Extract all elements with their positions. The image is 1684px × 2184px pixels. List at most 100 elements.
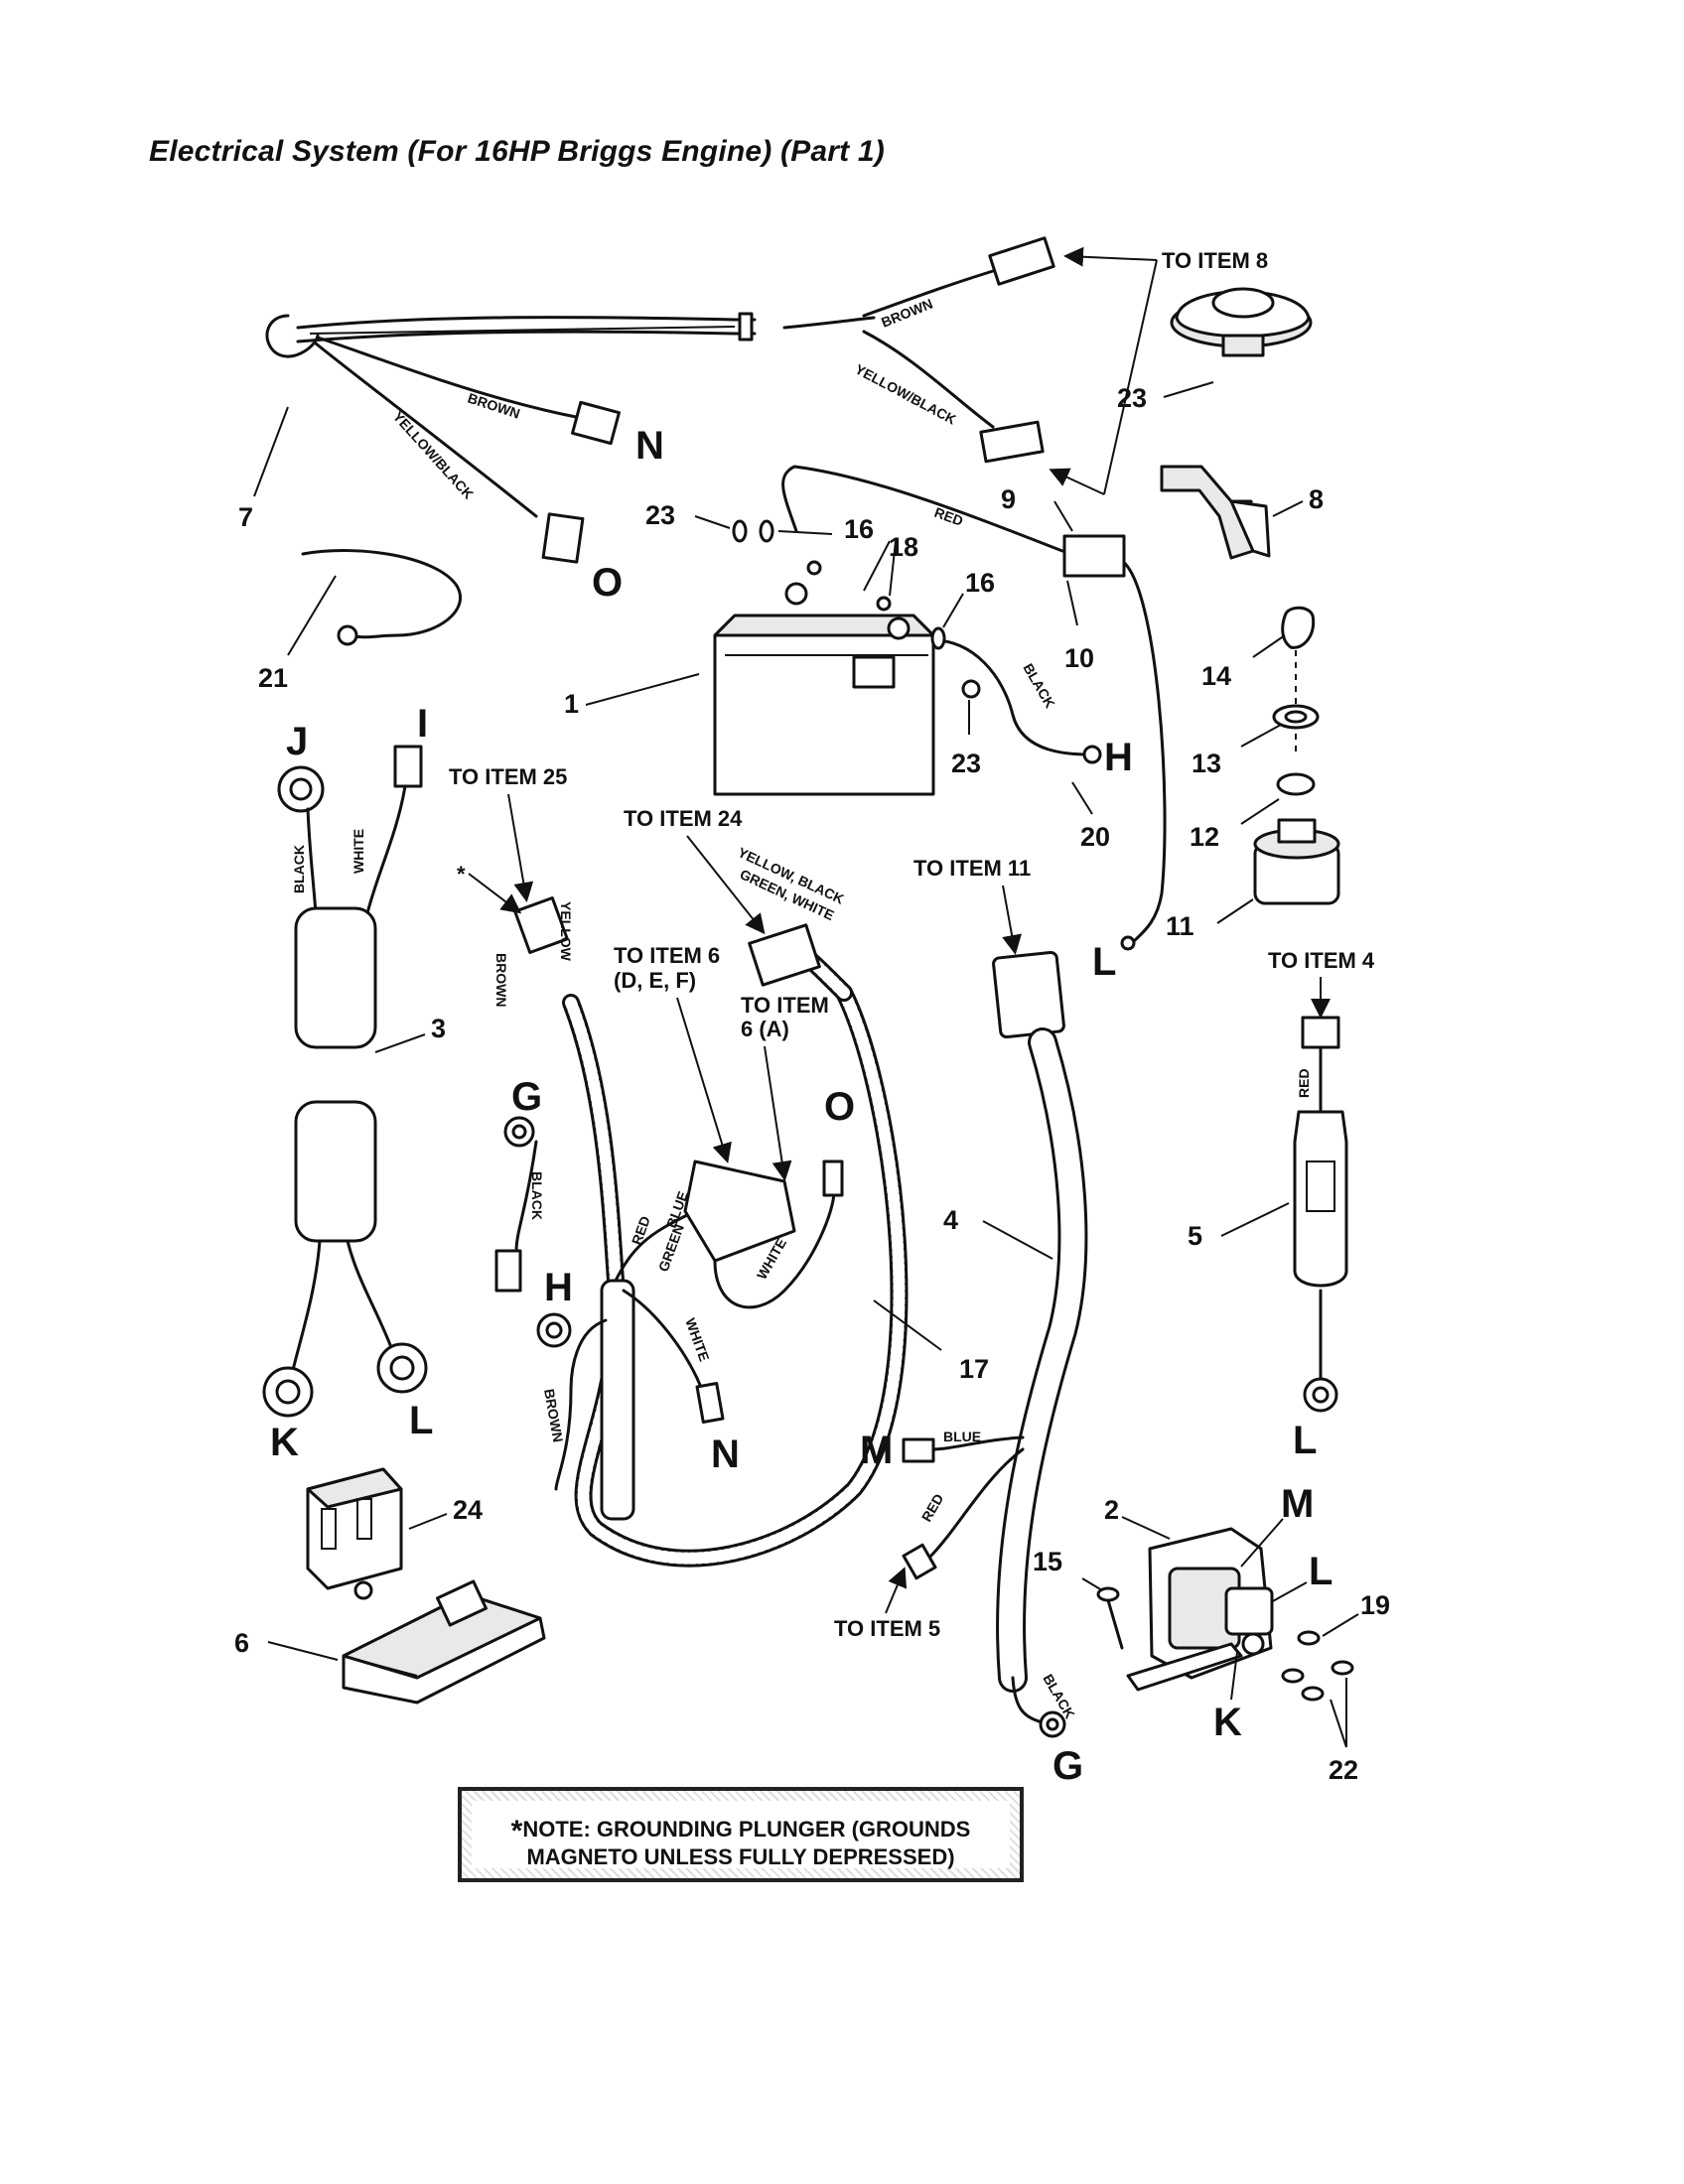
sleeve-lower <box>294 1100 377 1243</box>
letter-i: I <box>417 702 428 746</box>
note-line-1: *NOTE: GROUNDING PLUNGER (GROUNDS <box>510 1815 971 1847</box>
wire-labels-red-fuse-label: RED <box>1296 1068 1312 1098</box>
callout-to-item-24: TO ITEM 24 <box>624 806 743 831</box>
item-number-23-lower: 23 <box>951 749 981 778</box>
item-number-10: 10 <box>1064 643 1094 673</box>
callout-to-item-6-def: TO ITEM 6 <box>614 943 720 968</box>
harness-item-3: BLACK WHITE 3 J I K L <box>262 702 446 1464</box>
key-switch-assembly: 14 13 12 11 <box>1166 606 1340 941</box>
battery-item-1: 1 <box>564 582 935 796</box>
item-number-4: 4 <box>943 1205 958 1235</box>
bolt-item-19-right <box>876 596 892 612</box>
nut-item-23-upper <box>732 519 748 543</box>
letter-k-right: K <box>1213 1701 1242 1744</box>
wire-labels-yellow-black-top-label: YELLOW/BLACK <box>853 361 959 428</box>
callouts-to-item-6a-2-label: 6 (A) <box>741 1017 789 1041</box>
item-number-8: 8 <box>1309 484 1324 514</box>
item-number-12: 12 <box>1190 822 1219 852</box>
cable-item-4: TO ITEM 11 BLUE RED BLACK 4 M TO ITEM 5 … <box>834 856 1088 1788</box>
letter-n-lower: N <box>711 1433 740 1476</box>
connector-item-6: 6 <box>234 1579 546 1705</box>
sleeve-upper <box>294 906 377 1049</box>
item-number-21: 22 <box>1329 1755 1358 1785</box>
item-number-2: 2 <box>1104 1495 1119 1525</box>
letter-h-upper: H <box>1104 736 1133 779</box>
wire-labels-blue-m-label: BLUE <box>943 1429 981 1444</box>
connector-n-upper <box>571 400 621 446</box>
nut-item-16-right <box>930 626 946 650</box>
item-number-13: 13 <box>1192 749 1221 778</box>
item-number-25: 23 <box>1117 383 1147 413</box>
letter-o-upper: O <box>592 561 623 605</box>
key-item-14 <box>1281 606 1316 649</box>
harness-item-17: BLACK RED BLUE GREEN WHITE WHITE BROWN B… <box>449 764 989 1568</box>
callout-to-item-5: TO ITEM 5 <box>834 1616 940 1641</box>
connector-o-upper <box>541 512 585 564</box>
callout-to-item-4: TO ITEM 4 <box>1268 948 1375 973</box>
item-number-18: 19 <box>1360 1590 1390 1620</box>
battery-cables: RED BLACK 23 16 18 16 23 9 10 <box>645 465 1167 984</box>
wire-labels-red-m-label: RED <box>918 1491 947 1525</box>
item-number-9: 9 <box>1001 484 1016 514</box>
connector-to-item-24 <box>748 923 821 987</box>
wire-labels-white-i-label: WHITE <box>351 829 366 874</box>
connector-n-lower <box>695 1382 725 1424</box>
letter-l-cable: L <box>1092 940 1116 984</box>
letter-g-lower: G <box>1052 1744 1083 1788</box>
nut-item-23-lower <box>961 679 981 699</box>
item-number-14: 14 <box>1201 661 1231 691</box>
letter-k-left: K <box>270 1421 299 1464</box>
callout-to-item-6a: TO ITEM <box>741 993 829 1018</box>
switch-item-2: 2 15 19 22 M L K <box>1033 1482 1390 1785</box>
callouts-to-item-6-def-2-label: (D, E, F) <box>614 968 696 993</box>
washer-item-18 <box>1297 1630 1321 1646</box>
washer-item-12 <box>1276 772 1316 796</box>
wire-labels-black-j-label: BLACK <box>291 845 307 893</box>
item-number-1: 1 <box>564 689 579 719</box>
note-line-2: MAGNETO UNLESS FULLY DEPRESSED) <box>526 1844 955 1869</box>
item-number-16-upper: 16 <box>844 514 874 544</box>
wire-labels-yellow-black-mid-label: YELLOW/BLACK <box>390 408 477 502</box>
item-number-15: 15 <box>1033 1547 1062 1576</box>
wire-labels-brown-mid-label: BROWN <box>466 390 522 422</box>
item-number-3: 3 <box>431 1014 446 1043</box>
fuse-holder-item-9 <box>1062 534 1126 578</box>
connector-o-lower <box>822 1160 844 1197</box>
wire-labels-yellow-plunger-label: YELLOW <box>558 901 574 962</box>
item-number-20: 20 <box>1080 822 1110 852</box>
letter-n-upper: N <box>635 424 664 468</box>
connector-to-item-11 <box>992 950 1065 1039</box>
item-number-5: 5 <box>1188 1221 1202 1251</box>
item-number-6: 6 <box>234 1628 249 1658</box>
connector-i <box>393 745 423 788</box>
plunger-switch-item-25: 23 <box>1117 287 1313 413</box>
callout-to-item-11: TO ITEM 11 <box>913 856 1031 881</box>
wire-labels-black-g-label: BLACK <box>529 1171 545 1220</box>
connector-to-item-8-yellow <box>979 420 1045 464</box>
relay-item-24: 24 <box>306 1467 483 1600</box>
connector-to-item-5 <box>902 1543 937 1580</box>
letter-o-lower: O <box>824 1085 855 1129</box>
asterisk-plunger: * <box>457 862 466 887</box>
bolt-item-19-left <box>806 560 822 576</box>
note-asterisk: * <box>510 1815 523 1847</box>
harness-clip <box>738 312 754 341</box>
item-number-17: 17 <box>959 1354 989 1384</box>
item-number-19: 18 <box>889 532 918 562</box>
fuse-item-5: TO ITEM 4 RED 5 L <box>1188 948 1375 1462</box>
wire-labels-red-battery-label: RED <box>932 504 965 529</box>
ground-wire-item-22: 21 <box>258 549 462 693</box>
letter-m-switch: M <box>1281 1482 1314 1526</box>
callout-to-item-25: TO ITEM 25 <box>449 764 567 789</box>
letter-g-upper: G <box>511 1075 542 1119</box>
note-box: *NOTE: GROUNDING PLUNGER (GROUNDS MAGNET… <box>458 1787 1024 1882</box>
letter-j: J <box>286 720 308 763</box>
note-box-inner: *NOTE: GROUNDING PLUNGER (GROUNDS MAGNET… <box>472 1801 1010 1869</box>
item-number-23-upper: 23 <box>645 500 675 530</box>
letter-l-switch: L <box>1309 1550 1333 1593</box>
letter-l-fuse: L <box>1293 1419 1317 1462</box>
bracket-item-8: 8 <box>1160 465 1324 560</box>
connector-item-6-body <box>683 1160 796 1263</box>
